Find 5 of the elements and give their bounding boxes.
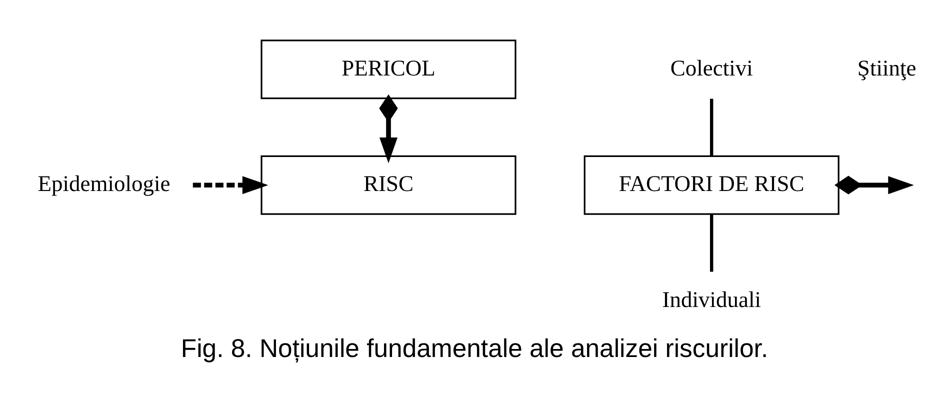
label: Ştiinţe: [857, 55, 916, 80]
node-text: Epidemiologie: [38, 171, 170, 196]
caption: Fig. 8. Noțiunile fundamentale ale analizei riscurilor.: [180, 334, 768, 363]
node-text: Colectivi: [670, 55, 753, 80]
node-text: Individuali: [662, 286, 761, 312]
